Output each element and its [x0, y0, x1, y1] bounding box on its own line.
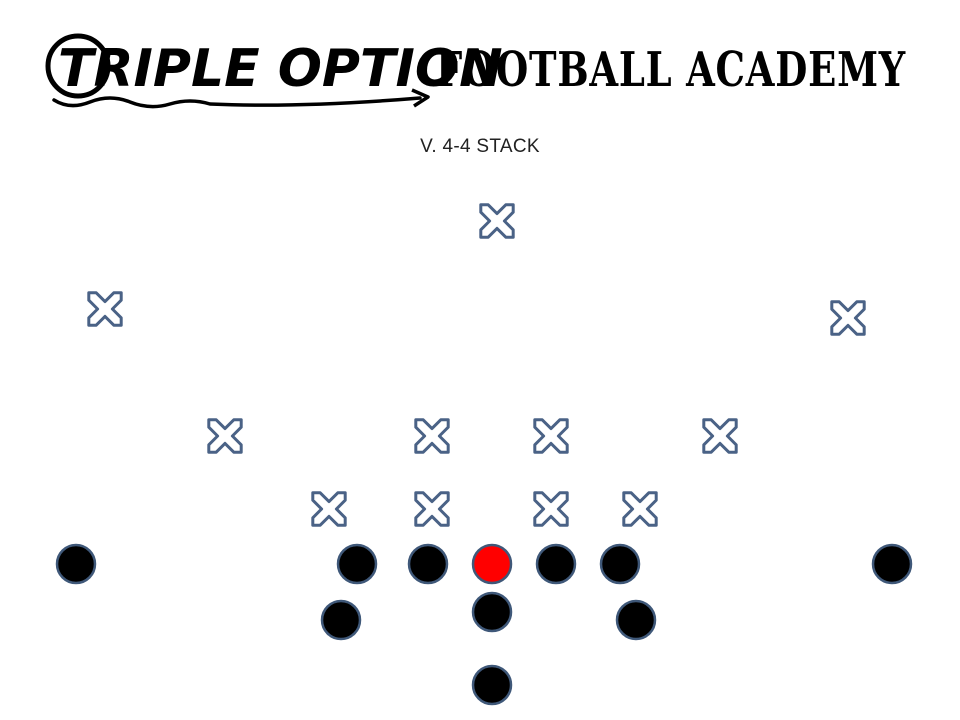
- offense-left-guard-marker: [407, 543, 449, 585]
- offense-right-wide-receiver-marker: [871, 543, 913, 585]
- logo-text-triple-option: TRIPLE OPTION: [58, 39, 503, 99]
- brand-logo: TRIPLE OPTION FOOTBALL ACADEMY: [45, 33, 906, 109]
- offense-left-slotback-marker: [320, 599, 362, 641]
- defender-right-corner-marker: [830, 300, 866, 336]
- defender-left-tackle-marker: [414, 491, 450, 527]
- defender-right-tackle-marker: [533, 491, 569, 527]
- offense-quarterback-marker: [471, 591, 513, 633]
- defender-left-outside-linebacker-marker: [207, 418, 243, 454]
- defender-left-inside-linebacker-marker: [414, 418, 450, 454]
- offense-left-tackle-marker: [336, 543, 378, 585]
- offense-fullback-marker: [471, 664, 513, 706]
- defender-right-inside-linebacker-marker: [533, 418, 569, 454]
- defender-free-safety-marker: [479, 203, 515, 239]
- defender-left-corner-marker: [87, 291, 123, 327]
- offense-right-slotback-marker: [615, 599, 657, 641]
- offense-left-wide-receiver-marker: [55, 543, 97, 585]
- offense-center-marker: [471, 543, 513, 585]
- logo-swoosh-arrowhead: [411, 88, 430, 108]
- logo-t-circle: [45, 33, 111, 99]
- logo-text-football-academy: FOOTBALL ACADEMY: [436, 42, 906, 98]
- defense-group: [87, 203, 866, 527]
- formation-title: V. 4-4 STACK: [420, 136, 540, 157]
- offense-right-guard-marker: [535, 543, 577, 585]
- defender-right-outside-linebacker-marker: [702, 418, 738, 454]
- logo-swoosh: [52, 96, 422, 109]
- offense-right-tackle-marker: [599, 543, 641, 585]
- defender-left-end-marker: [311, 491, 347, 527]
- offense-group: [55, 543, 913, 706]
- defender-right-end-marker: [622, 491, 658, 527]
